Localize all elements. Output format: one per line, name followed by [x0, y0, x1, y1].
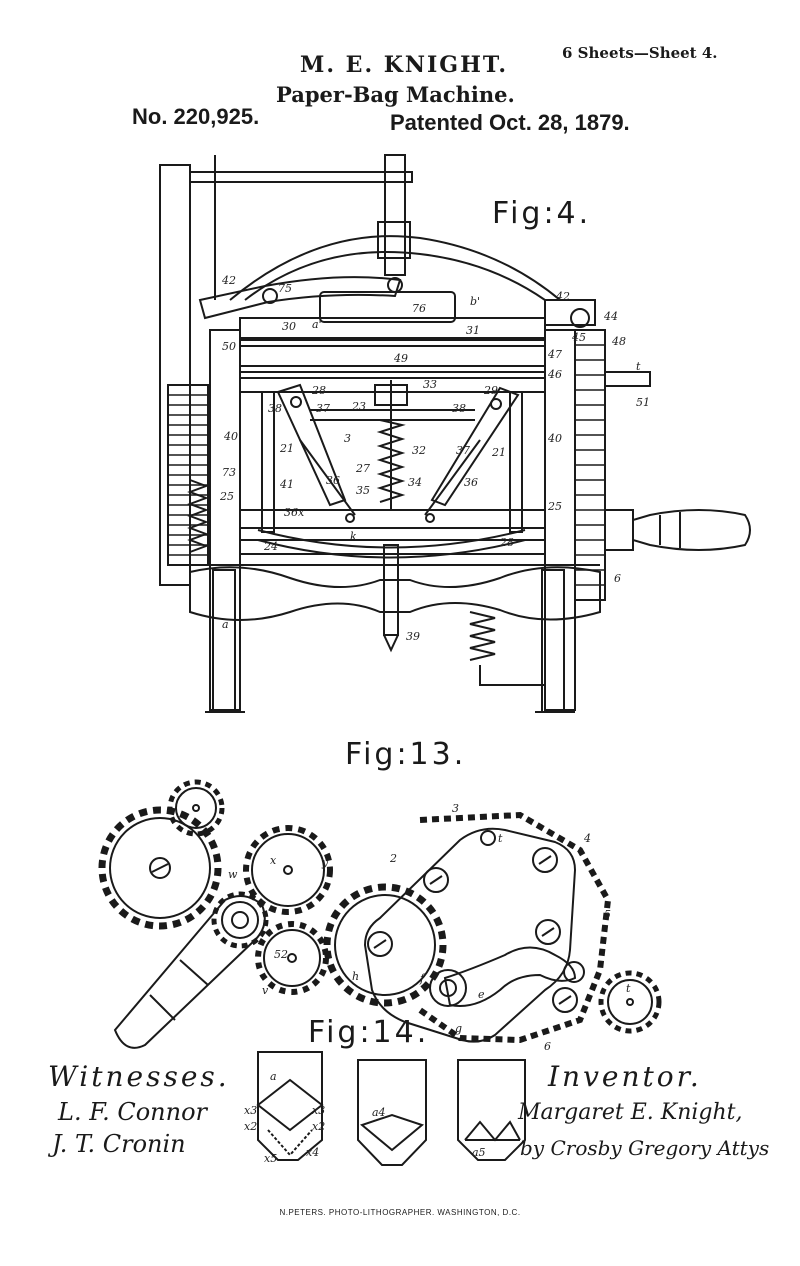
label-41-left: 41: [279, 478, 294, 491]
label-48: 48: [611, 335, 626, 348]
fig14-reference-labels: a x3 x3 x2 x2 x4 x5 a4 a5: [244, 1070, 486, 1165]
label-76: 76: [412, 302, 426, 315]
label-x2-right: x2: [312, 1120, 325, 1133]
label-f: f: [419, 972, 426, 985]
patent-date: Patented Oct. 28, 1879.: [390, 110, 630, 135]
inventor-name: M. E. KNIGHT.: [300, 52, 509, 78]
label-31: 31: [466, 324, 480, 337]
witnesses-heading: Witnesses.: [48, 1060, 230, 1093]
label-36-left: 36: [326, 474, 340, 487]
label-a4: a4: [372, 1106, 386, 1119]
label-35: 35: [356, 484, 370, 497]
label-36x: 36x: [284, 506, 305, 519]
patent-title: Paper-Bag Machine.: [276, 82, 515, 107]
label-28-lower: 28: [499, 536, 514, 549]
label-25-right: 25: [547, 500, 562, 513]
fig14-label: Fig:14.: [308, 1015, 430, 1050]
fig4-machine-drawing: [159, 154, 751, 713]
label-44: 44: [603, 310, 618, 323]
label-33: 33: [423, 378, 437, 391]
sheet-count: 6 Sheets—Sheet 4.: [562, 44, 718, 62]
label-21-left: 21: [279, 442, 294, 455]
patent-number: No. 220,925.: [132, 104, 260, 129]
label-51: 51: [636, 396, 650, 409]
label-y: y: [321, 856, 329, 869]
label-a-bag: a: [270, 1070, 277, 1083]
fig4-label: Fig:4.: [492, 196, 592, 231]
inventor-heading: Inventor.: [548, 1060, 702, 1093]
label-v: v: [262, 984, 269, 997]
label-46: 46: [547, 368, 562, 381]
label-23: 23: [351, 400, 366, 413]
label-a: a: [222, 618, 229, 631]
label-k: k: [350, 530, 357, 543]
fig13-gear-train: [98, 779, 662, 1049]
label-37-left: 37: [316, 402, 330, 415]
label-t-small: t: [626, 982, 631, 995]
label-45: 45: [571, 331, 586, 344]
label-37-right: 37: [456, 444, 470, 457]
label-52: 52: [274, 948, 288, 961]
label-34: 34: [408, 476, 422, 489]
label-e: e: [478, 988, 485, 1001]
label-2: 2: [389, 852, 397, 865]
label-73: 73: [222, 466, 236, 479]
fig13-label: Fig:13.: [345, 737, 467, 772]
fig14-bag-folds: [256, 1051, 526, 1166]
label-x3-left: x3: [244, 1104, 257, 1117]
label-40-right: 40: [547, 432, 562, 445]
fig4-reference-labels: 75 76 b' 42 42 44 30 a' 31 45 47 48 50 4…: [219, 274, 650, 643]
label-24: 24: [263, 540, 278, 553]
label-6-gear: 6: [544, 1040, 551, 1053]
label-t-plate: t: [498, 832, 503, 845]
lithographer-credit: N.PETERS. PHOTO-LITHOGRAPHER. WASHINGTON…: [279, 1208, 521, 1217]
label-x5: x5: [264, 1152, 277, 1165]
witness-signature-1: L. F. Connor: [58, 1098, 208, 1126]
label-38-left: 38: [268, 402, 282, 415]
label-47: 47: [547, 348, 562, 361]
label-x: x: [270, 854, 277, 867]
label-36-right: 36: [464, 476, 478, 489]
label-75: 75: [278, 282, 292, 295]
label-27: 27: [355, 462, 370, 475]
label-5: 5: [604, 908, 611, 921]
inventor-signature: Margaret E. Knight,: [518, 1100, 743, 1125]
label-a-prime: a': [312, 318, 322, 331]
label-g: g: [455, 1022, 462, 1035]
label-x2-left: x2: [244, 1120, 257, 1133]
label-x3-right: x3: [312, 1104, 325, 1117]
label-b-prime: b': [470, 295, 480, 308]
label-30: 30: [282, 320, 296, 333]
label-4: 4: [583, 832, 591, 845]
label-50: 50: [222, 340, 236, 353]
label-a5: a5: [472, 1146, 486, 1159]
label-w: w: [228, 868, 238, 881]
label-3-gear: 3: [452, 802, 459, 815]
label-42-left: 42: [221, 274, 236, 287]
label-21-right: 21: [491, 446, 506, 459]
label-42-right: 42: [555, 290, 570, 303]
fig13-reference-labels: x y w 52 v h f e g t 2 3 4 5 6 t: [228, 802, 631, 1053]
label-h: h: [352, 970, 359, 983]
label-6: 6: [614, 572, 621, 585]
label-39: 39: [406, 630, 420, 643]
label-25-left: 25: [219, 490, 234, 503]
label-t: t: [636, 360, 641, 373]
label-49: 49: [393, 352, 408, 365]
attorneys-signature: by Crosby Gregory Attys: [520, 1136, 770, 1160]
label-38-right: 38: [452, 402, 466, 415]
witness-signature-2: J. T. Cronin: [52, 1130, 186, 1158]
label-29: 29: [483, 384, 498, 397]
label-40-left: 40: [223, 430, 238, 443]
label-32: 32: [412, 444, 426, 457]
label-x4: x4: [306, 1146, 319, 1159]
label-3: 3: [344, 432, 351, 445]
label-28: 28: [311, 384, 326, 397]
